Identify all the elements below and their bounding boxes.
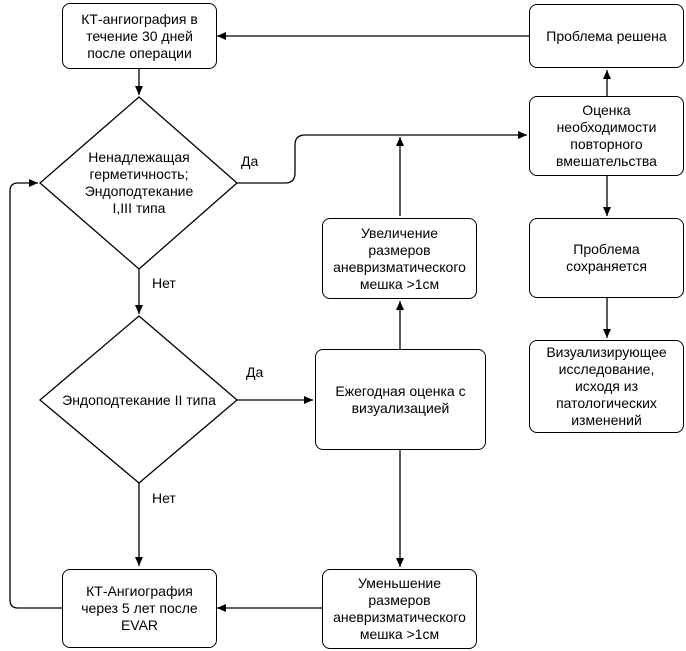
edge-label-yes-2: Да [246,364,264,380]
decision-seal-endoleak-1-3: Ненадлежащая герметичность; Эндоподтекан… [84,149,194,216]
node-ct-angiography-5-years: КТ-Ангиография через 5 лет после EVAR [62,569,217,648]
node-assess-reintervention: Оценка необходимости повторного вмешател… [529,96,684,176]
decision-endoleak-2: Эндоподтекание II типа [62,391,216,408]
node-problem-solved: Проблема решена [529,4,684,68]
node-sac-increase: Увеличение размеров аневризматического м… [322,218,477,299]
node-annual-assessment: Ежегодная оценка с визуализацией [315,349,486,450]
node-ct-angiography-30-days: КТ-ангиография в течение 30 дней после о… [62,3,217,69]
edge-label-no-2: Нет [152,490,176,506]
edge-label-no-1: Нет [152,275,176,291]
edge-ct5-loop-back [9,179,62,609]
node-imaging-by-pathology: Визуализирующее исследование, исходя из … [529,340,684,433]
node-problem-persists: Проблема сохраняется [529,218,684,298]
edge-decision1-yes [237,131,527,184]
node-sac-decrease: Уменьшение размеров аневризматического м… [322,569,477,649]
edge-label-yes-1: Да [241,153,259,169]
